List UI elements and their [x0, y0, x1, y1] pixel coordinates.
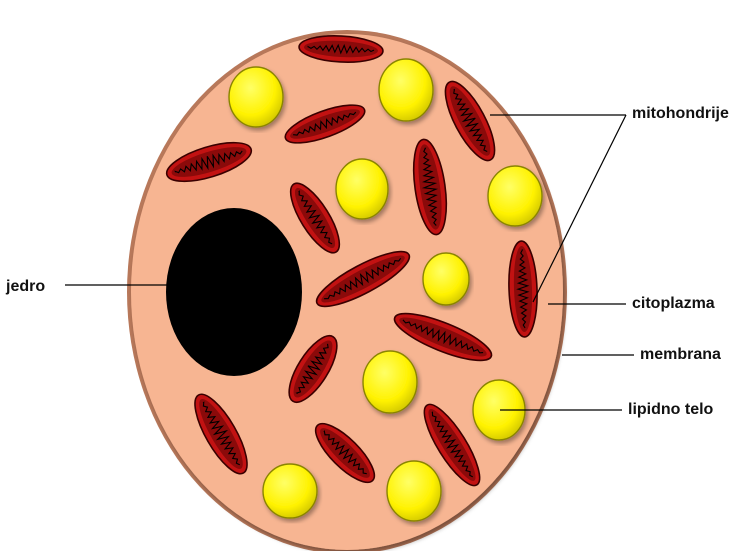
nucleus-icon	[166, 208, 302, 376]
lipid-body-icon	[379, 59, 433, 121]
lipid-body-icon	[488, 166, 542, 226]
lipid-body-icon	[387, 461, 441, 521]
nucleus-label: jedro	[5, 278, 45, 295]
lipid-body-icon	[363, 351, 417, 413]
membrane-label: membrana	[640, 346, 721, 363]
lipid-body-label: lipidno telo	[628, 401, 714, 418]
lipid-body-icon	[423, 253, 469, 305]
mitochondria-label: mitohondrije	[632, 105, 729, 122]
cytoplasm-label: citoplazma	[632, 295, 715, 312]
lipid-body-icon	[336, 159, 388, 219]
lipid-body-icon	[229, 67, 283, 127]
lipid-body-icon	[263, 464, 317, 518]
